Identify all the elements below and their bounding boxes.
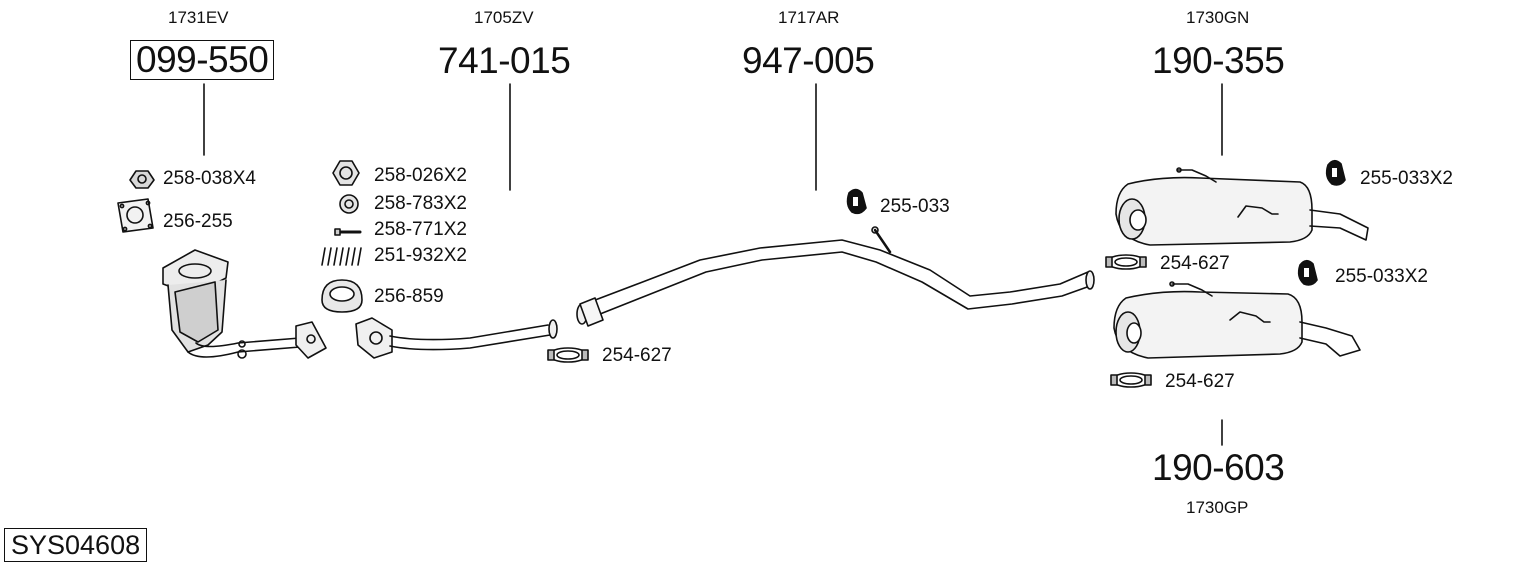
bolt-icon	[334, 228, 362, 236]
rubber-hanger-icon	[1297, 259, 1318, 286]
part-number-099-550[interactable]: 099-550	[130, 40, 275, 80]
part-label-255-033[interactable]: 255-033	[880, 196, 950, 217]
assembly-ref-1730gp: 1730GP	[1186, 498, 1249, 517]
part-label-255-033x2-lower[interactable]: 255-033X2	[1335, 266, 1428, 287]
ring-gasket-icon	[321, 279, 363, 313]
clamp-icon	[1110, 372, 1152, 388]
part-label-256-859[interactable]: 256-859	[374, 286, 444, 307]
part-label-254-627-front[interactable]: 254-627	[602, 345, 672, 366]
intermediate-pipe-icon	[576, 226, 1095, 327]
part-label-258-026x2[interactable]: 258-026X2	[374, 165, 467, 186]
square-gasket-icon	[117, 198, 154, 233]
part-label-258-771x2[interactable]: 258-771X2	[374, 219, 467, 240]
rear-silencer-lower-icon	[1113, 281, 1361, 359]
part-number-190-355[interactable]: 190-355	[1152, 40, 1285, 81]
assembly-ref-1730gn: 1730GN	[1186, 8, 1250, 27]
part-label-258-783x2[interactable]: 258-783X2	[374, 193, 467, 214]
part-number-190-603[interactable]: 190-603	[1152, 447, 1285, 488]
assembly-ref-1705zv: 1705ZV	[474, 8, 534, 27]
catalytic-converter-icon	[162, 249, 327, 359]
system-id: SYS04608	[4, 528, 148, 562]
rubber-hanger-icon	[1325, 159, 1346, 186]
assembly-ref-1731ev: 1731EV	[168, 8, 229, 27]
part-label-254-627-upper[interactable]: 254-627	[1160, 253, 1230, 274]
assembly-ref-1717ar: 1717AR	[778, 8, 840, 27]
part-number-947-005[interactable]: 947-005	[742, 40, 875, 81]
part-label-255-033x2-upper[interactable]: 255-033X2	[1360, 168, 1453, 189]
part-label-258-038x4[interactable]: 258-038X4	[163, 168, 256, 189]
nut-icon	[129, 170, 155, 189]
rear-silencer-upper-icon	[1115, 167, 1369, 246]
part-label-254-627-lower[interactable]: 254-627	[1165, 371, 1235, 392]
front-pipe-icon	[355, 317, 558, 359]
rubber-hanger-icon	[846, 188, 867, 215]
clamp-icon	[547, 347, 589, 363]
spring-icon	[321, 247, 362, 266]
part-number-741-015[interactable]: 741-015	[438, 40, 571, 81]
round-nut-icon	[339, 194, 359, 214]
part-label-251-932x2[interactable]: 251-932X2	[374, 245, 467, 266]
part-label-256-255[interactable]: 256-255	[163, 211, 233, 232]
clamp-icon	[1105, 254, 1147, 270]
hex-nut-icon	[332, 160, 360, 186]
